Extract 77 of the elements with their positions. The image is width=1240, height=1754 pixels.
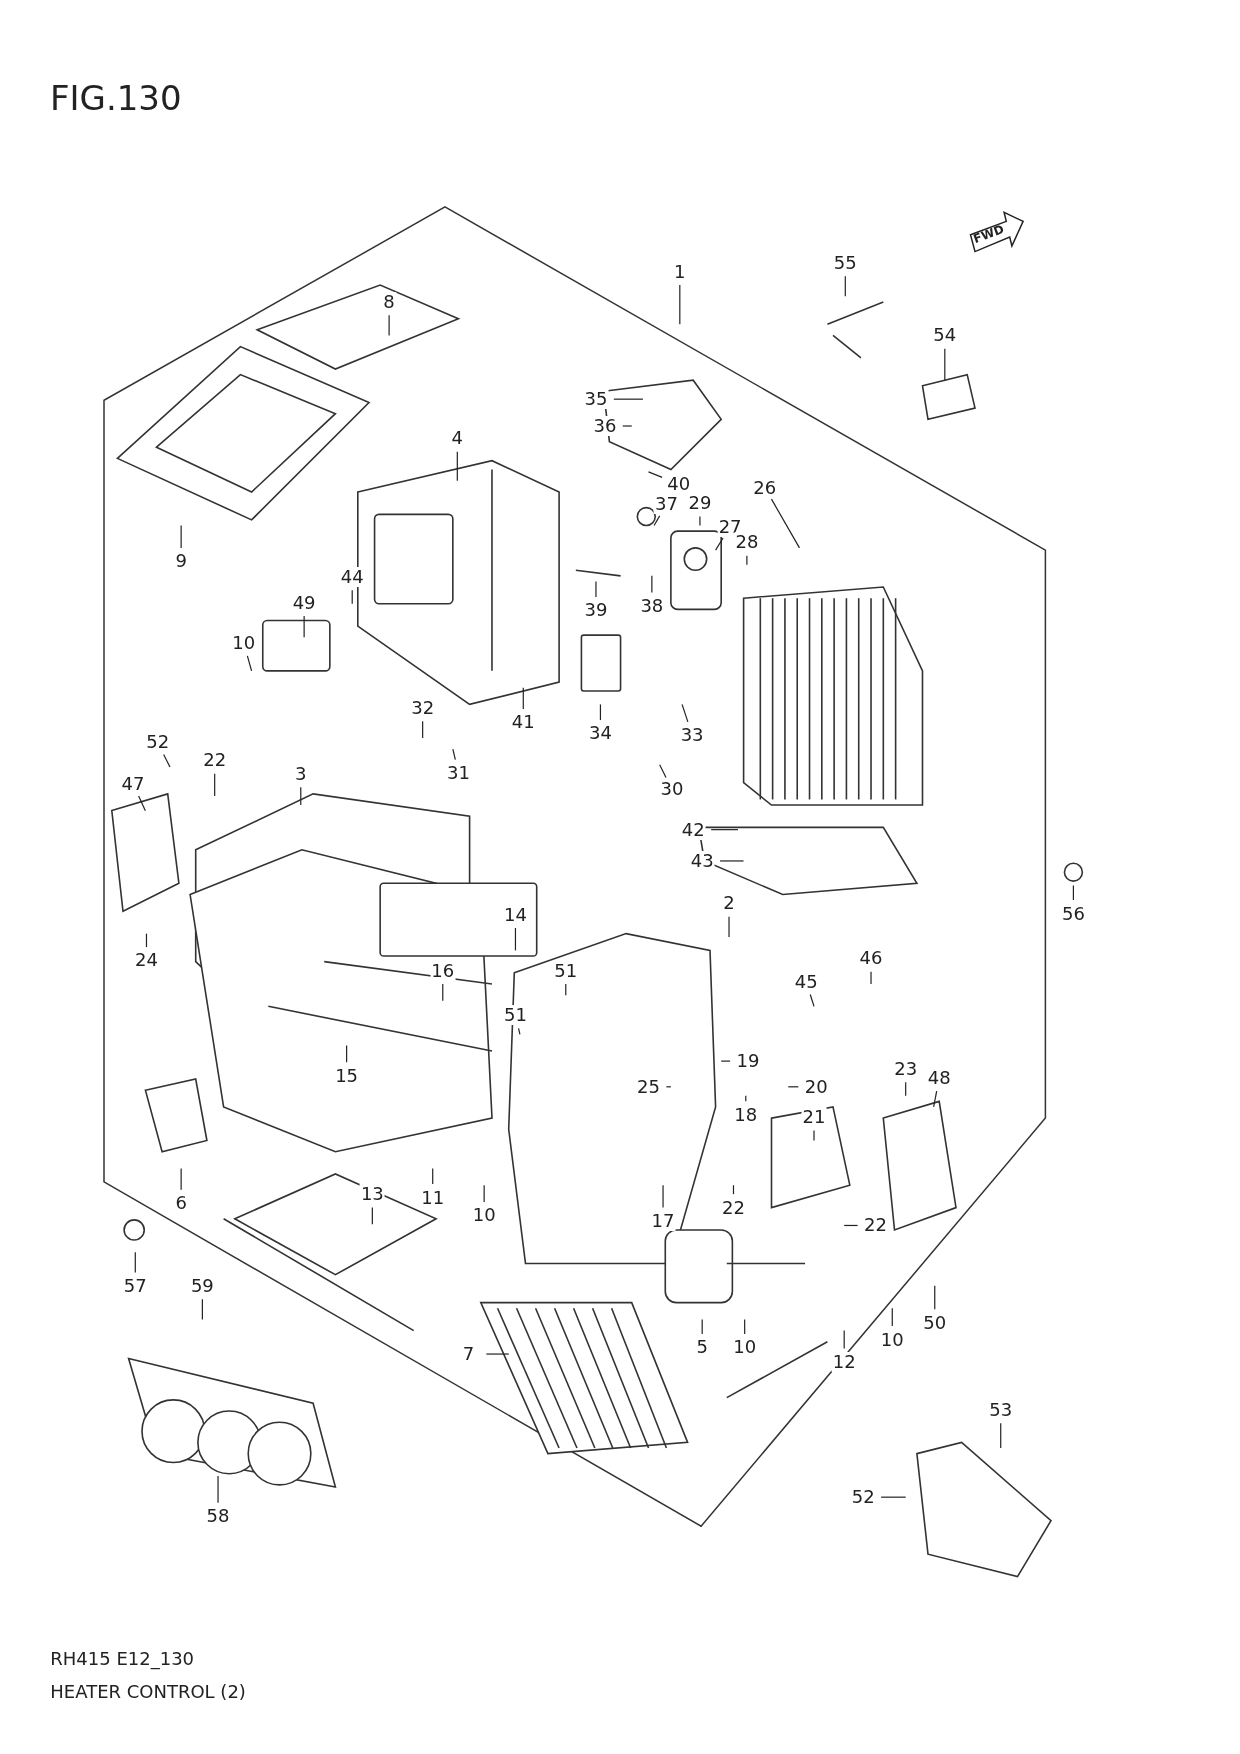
leader-line (681, 703, 689, 723)
leader-line (944, 348, 946, 381)
leader-line (770, 498, 801, 549)
leader-line (647, 471, 663, 478)
leader-line (622, 425, 633, 427)
leader-line (217, 1475, 219, 1504)
leader-line (728, 916, 730, 938)
leader-line (214, 773, 216, 797)
leader-line (246, 655, 253, 672)
leader-line (715, 537, 724, 551)
leader-line (699, 515, 701, 527)
callout-number: 36 (592, 416, 618, 436)
leader-line (180, 1167, 182, 1191)
leader-line (813, 1129, 815, 1142)
leader-line (679, 284, 681, 325)
leader-line (138, 795, 146, 812)
leader-line (720, 1060, 731, 1062)
leader-line (905, 1081, 907, 1097)
leader-line (145, 933, 148, 948)
drawing-code: RH415 E12_130 (50, 1648, 195, 1670)
leader-line (659, 764, 667, 778)
callout-number: 12 (831, 1351, 857, 1372)
leader-line (300, 786, 302, 806)
leader-line (442, 983, 444, 1002)
leader-line (163, 753, 171, 768)
leader-line (744, 1318, 746, 1335)
leader-line (432, 1167, 434, 1185)
leader-line (180, 524, 182, 549)
leader-line (522, 687, 524, 710)
leader-line (565, 983, 567, 996)
leader-line (891, 1307, 893, 1327)
leader-line (371, 1206, 373, 1225)
leader-line (134, 1251, 136, 1274)
leader-line (485, 1353, 510, 1355)
callout-number: 35 (583, 389, 609, 410)
leader-line (517, 1027, 521, 1035)
leader-line (880, 1496, 907, 1498)
leader-line (483, 1184, 485, 1203)
leader-line (745, 1095, 747, 1102)
leader-line (599, 703, 602, 721)
leader-line (665, 1086, 672, 1088)
leader-line (613, 398, 644, 400)
leader-line (351, 589, 353, 605)
leader-line (456, 451, 458, 482)
leader-line (934, 1285, 936, 1310)
leader-line (388, 314, 390, 337)
leader-line (701, 1318, 703, 1335)
leader-line (1000, 1422, 1002, 1449)
leader-line (870, 971, 872, 985)
leader-line (843, 1224, 859, 1227)
leader-line (844, 275, 846, 297)
leader-line (843, 1329, 845, 1350)
leader-line (732, 1184, 735, 1195)
leader-line (933, 1090, 938, 1108)
leader-line (201, 1298, 203, 1320)
callout-number: 17 (650, 1211, 676, 1231)
leader-line (346, 1044, 348, 1063)
figure-title: FIG.130 (50, 78, 182, 118)
leader-line (746, 555, 748, 566)
leader-line (809, 993, 815, 1007)
leader-line (719, 860, 745, 862)
leader-line (1072, 884, 1074, 901)
leader-line (662, 1184, 664, 1209)
callout-number: 44 (339, 566, 365, 587)
direction-label: FWD (971, 222, 1006, 246)
callout-number: 51 (503, 1005, 528, 1026)
leader-line (787, 1086, 799, 1088)
leader-line (653, 515, 661, 527)
leader-line (452, 748, 456, 761)
leader-line (514, 927, 517, 951)
leader-line (710, 829, 739, 831)
leader-line (595, 580, 597, 598)
callout-number: 37 (653, 494, 679, 515)
leader-line (422, 720, 424, 739)
leader-line (303, 615, 305, 638)
leader-line (651, 575, 653, 594)
figure-caption: HEATER CONTROL (2) (50, 1680, 246, 1702)
